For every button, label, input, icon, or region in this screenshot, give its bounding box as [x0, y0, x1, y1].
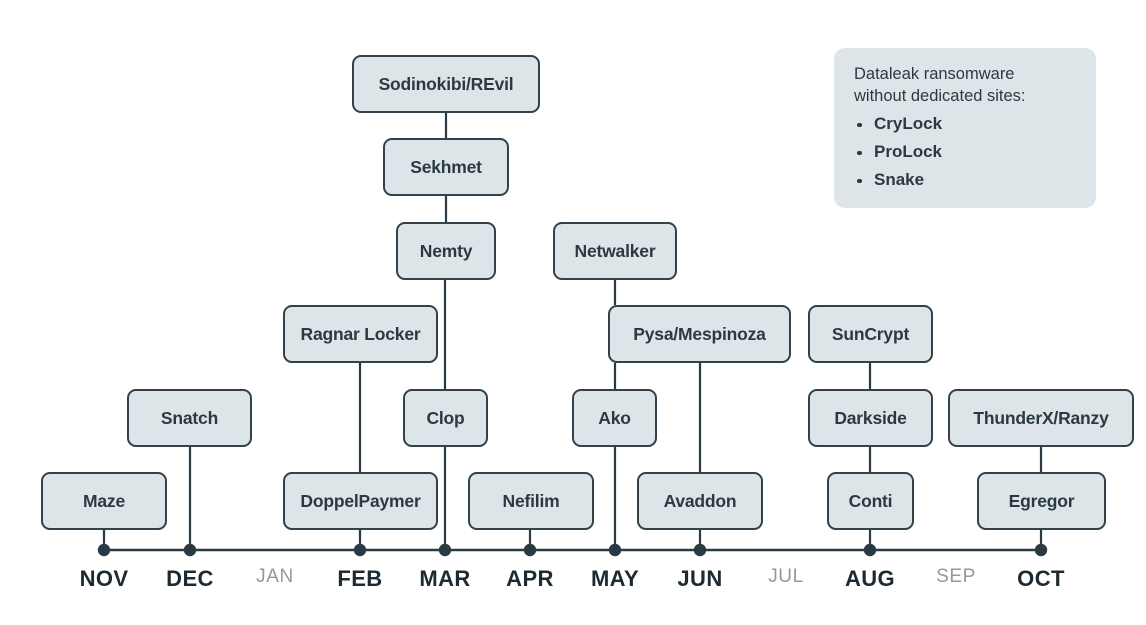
timeline-dot-nov[interactable]	[97, 543, 111, 557]
node-label: Maze	[83, 490, 125, 511]
node-label: Ragnar Locker	[300, 323, 421, 344]
node-label: DoppelPaymer	[300, 490, 421, 511]
timeline-dot-oct[interactable]	[1034, 543, 1048, 557]
legend-item: CryLock	[854, 114, 1076, 134]
timeline-dot-mar[interactable]	[438, 543, 452, 557]
node-maze[interactable]: Maze	[41, 472, 167, 530]
node-label: Sekhmet	[410, 156, 482, 177]
node-ragnarlocker[interactable]: Ragnar Locker	[283, 305, 438, 363]
node-clop[interactable]: Clop	[403, 389, 488, 447]
node-nefilim[interactable]: Nefilim	[468, 472, 594, 530]
month-label-apr: APR	[506, 566, 554, 591]
node-label: Conti	[848, 490, 893, 511]
legend-box: Dataleak ransomware without dedicated si…	[834, 48, 1096, 208]
bullet-icon	[857, 178, 862, 184]
node-label: Avaddon	[663, 490, 737, 511]
node-sodinokibi[interactable]: Sodinokibi/REvil	[352, 55, 540, 113]
node-doppelpaymer[interactable]: DoppelPaymer	[283, 472, 438, 530]
month-label-jan: JAN	[256, 566, 294, 587]
node-label: Clop	[426, 407, 465, 428]
month-label-mar: MAR	[419, 566, 471, 591]
timeline-dot-may[interactable]	[608, 543, 622, 557]
timeline-dot-apr[interactable]	[523, 543, 537, 557]
month-label-nov: NOV	[79, 566, 129, 591]
bullet-icon	[857, 150, 862, 156]
legend-item: ProLock	[854, 142, 1076, 162]
month-label-jun: JUN	[677, 566, 723, 591]
node-nemty[interactable]: Nemty	[396, 222, 496, 280]
node-label: Ako	[598, 407, 631, 428]
month-label-jul: JUL	[768, 566, 804, 587]
node-sekhmet[interactable]: Sekhmet	[383, 138, 509, 196]
month-label-dec: DEC	[166, 566, 214, 591]
node-label: Darkside	[834, 407, 907, 428]
node-label: Nefilim	[502, 490, 560, 511]
node-label: Pysa/Mespinoza	[633, 323, 766, 344]
bullet-icon	[857, 122, 862, 128]
node-egregor[interactable]: Egregor	[977, 472, 1106, 530]
node-pysa[interactable]: Pysa/Mespinoza	[608, 305, 791, 363]
timeline-dot-feb[interactable]	[353, 543, 367, 557]
node-avaddon[interactable]: Avaddon	[637, 472, 763, 530]
month-label-oct: OCT	[1017, 566, 1065, 591]
node-netwalker[interactable]: Netwalker	[553, 222, 677, 280]
node-label: Sodinokibi/REvil	[378, 73, 514, 94]
node-label: Netwalker	[574, 240, 656, 261]
node-snatch[interactable]: Snatch	[127, 389, 252, 447]
node-label: Nemty	[419, 240, 473, 261]
legend-heading-line-2: without dedicated sites:	[854, 86, 1026, 105]
month-label-may: MAY	[590, 566, 640, 591]
legend-item-label: CryLock	[874, 113, 943, 133]
node-label: Egregor	[1008, 490, 1075, 511]
timeline-dot-jun[interactable]	[693, 543, 707, 557]
legend-item-label: Snake	[874, 169, 925, 189]
timeline-dot-dec[interactable]	[183, 543, 197, 557]
node-darkside[interactable]: Darkside	[808, 389, 933, 447]
node-label: SunCrypt	[831, 323, 910, 344]
month-label-feb: FEB	[337, 566, 383, 591]
legend-item: Snake	[854, 170, 1076, 190]
node-ako[interactable]: Ako	[572, 389, 657, 447]
month-label-sep: SEP	[936, 566, 976, 587]
node-thunderx[interactable]: ThunderX/Ranzy	[948, 389, 1134, 447]
node-label: ThunderX/Ranzy	[973, 407, 1109, 428]
node-conti[interactable]: Conti	[827, 472, 914, 530]
timeline-dot-aug[interactable]	[863, 543, 877, 557]
legend-item-label: ProLock	[874, 141, 943, 161]
node-label: Snatch	[160, 407, 219, 428]
node-suncrypt[interactable]: SunCrypt	[808, 305, 933, 363]
legend-heading-line-1: Dataleak ransomware	[854, 65, 1015, 83]
month-label-aug: AUG	[844, 566, 896, 591]
